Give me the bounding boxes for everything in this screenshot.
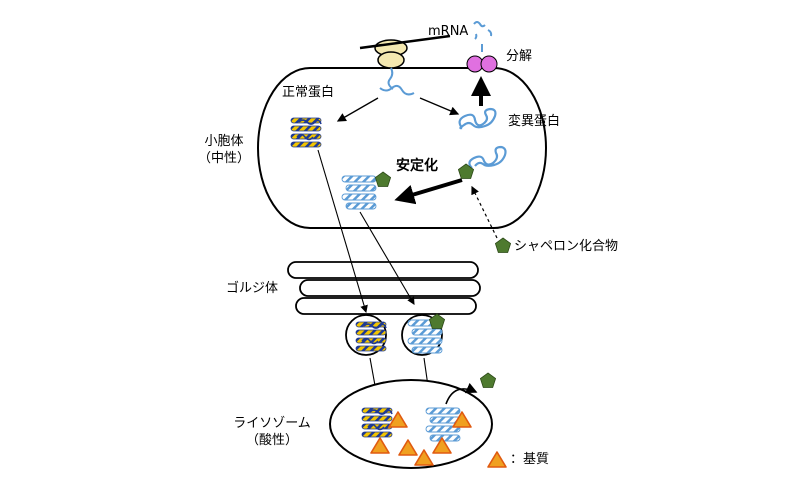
arrow-normal-to-golgi — [317, 149, 368, 314]
mrna-strand — [359, 34, 451, 50]
degradation-label: 分解 — [506, 49, 533, 64]
chaperone-vesicle — [428, 313, 446, 329]
arrow-chaperone-release — [445, 382, 478, 405]
nascent-chain — [387, 67, 394, 90]
proteasome-icon — [466, 55, 498, 73]
lysosome-compartment — [329, 379, 493, 469]
mutant-protein-misfolded — [458, 107, 507, 169]
released-chaperone — [479, 372, 497, 388]
substrate-legend-label: ：基質 — [510, 452, 550, 467]
degraded-fragments — [473, 21, 493, 52]
stabilization-label: 安定化 — [396, 158, 438, 174]
er-label: 小胞体 （中性） — [196, 135, 252, 165]
chaperone-compound-label: シャペロン化合物 — [514, 239, 619, 254]
lysosome-label-line2: （酸性） — [245, 433, 298, 448]
mutant-protein-label: 変異蛋白 — [508, 114, 561, 129]
arrow-stabilized-to-golgi — [359, 211, 415, 305]
arrow-stabilization — [394, 178, 463, 205]
arrow-to-normal — [336, 97, 379, 122]
unfolded-protein — [379, 84, 415, 96]
mrna-label: mRNA — [428, 24, 469, 39]
chaperone-compound-icon — [494, 237, 512, 253]
arrow-to-mutant — [419, 97, 460, 116]
er-label-line2: （中性） — [197, 151, 250, 166]
golgi-label: ゴルジ体 — [226, 281, 279, 296]
normal-protein-label: 正常蛋白 — [282, 85, 335, 100]
lysosome-label: ライソゾーム （酸性） — [232, 417, 312, 447]
substrate-legend-icon — [487, 451, 507, 468]
lysosome-label-line1: ライソゾーム — [233, 416, 311, 431]
er-label-line1: 小胞体 — [204, 134, 244, 149]
golgi-apparatus — [287, 261, 481, 315]
